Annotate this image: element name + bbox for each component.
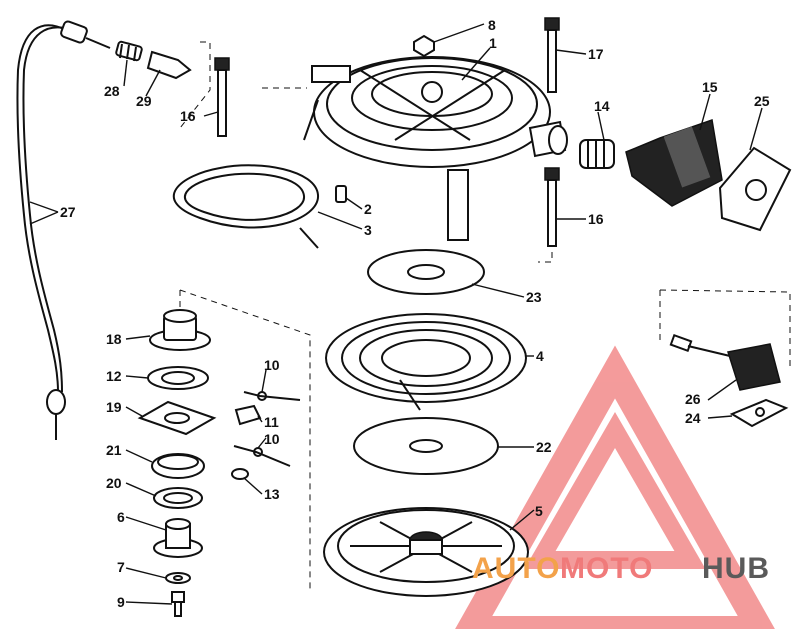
hub-part-6: [153, 518, 203, 558]
callout-3: 3: [364, 222, 372, 238]
spring-part-28: [115, 40, 143, 62]
callout-16-upper: 16: [180, 108, 196, 124]
pin-part-2: [335, 185, 347, 203]
leader-lines: [29, 23, 763, 605]
callout-27: 27: [60, 204, 76, 220]
ring-part-20: [153, 487, 203, 509]
pawl-part-11: [234, 404, 262, 426]
callout-10-lower: 10: [264, 431, 280, 447]
plunger-part-29: [146, 50, 192, 80]
callout-6: 6: [117, 509, 125, 525]
callout-20: 20: [106, 475, 122, 491]
clip-part-13: [231, 468, 249, 480]
callout-28: 28: [104, 83, 120, 99]
callout-18: 18: [106, 331, 122, 347]
ring-part-21: [151, 453, 205, 479]
screw-part-9: [171, 591, 185, 617]
callout-14: 14: [594, 98, 610, 114]
callout-26: 26: [685, 391, 701, 407]
callout-10-upper: 10: [264, 357, 280, 373]
callout-2: 2: [364, 201, 372, 217]
callout-25: 25: [754, 93, 770, 109]
spring-part-14: [579, 139, 615, 169]
plate-part-25: [718, 146, 792, 232]
callout-29: 29: [136, 93, 152, 109]
callout-15: 15: [702, 79, 718, 95]
watermark-word-moto: MOTO: [560, 552, 653, 585]
handle-part-26: [669, 333, 781, 391]
callout-8: 8: [488, 17, 496, 33]
callout-9: 9: [117, 594, 125, 610]
rope-part-3: [173, 164, 320, 249]
pulley-part-5: [323, 507, 529, 597]
cable-part-27: [16, 20, 111, 440]
recoil-spring-part-4: [325, 313, 527, 411]
callout-labels: 1 2 3 4 5 6 7 8 9 10 10 11 12 13 14 15 1…: [60, 17, 770, 610]
callout-1: 1: [489, 35, 497, 51]
watermark-triangle-inner: [524, 411, 706, 569]
disc-part-23: [367, 249, 485, 295]
spring-part-10-upper: [243, 391, 301, 401]
watermark-text: AUTO MOTO HUB: [472, 552, 770, 585]
washer-part-12: [147, 366, 209, 390]
bolt-part-16-upper: [214, 57, 230, 137]
callout-17: 17: [588, 46, 604, 62]
washer-part-7: [165, 572, 191, 584]
watermark-word-auto: AUTO: [472, 552, 560, 585]
starter-housing-part-1: [303, 56, 568, 241]
callout-24: 24: [685, 410, 701, 426]
watermark-word-hub: HUB: [702, 552, 770, 585]
spring-part-10-lower: [233, 445, 291, 467]
nut-part-8: [413, 34, 435, 58]
callout-23: 23: [526, 289, 542, 305]
insert-part-24: [729, 398, 789, 428]
callout-16-lower: 16: [588, 211, 604, 227]
callout-19: 19: [106, 399, 122, 415]
disc-part-22: [353, 417, 499, 475]
callout-11: 11: [264, 414, 279, 430]
handle-part-15: [625, 119, 723, 207]
bolt-part-16-lower: [544, 167, 560, 247]
bolt-part-17: [544, 17, 560, 93]
callout-22: 22: [536, 439, 552, 455]
callout-7: 7: [117, 559, 125, 575]
plate-part-19: [137, 400, 217, 436]
assembly-dashed-lines: [179, 41, 791, 590]
callout-21: 21: [106, 442, 122, 458]
callout-12: 12: [106, 368, 122, 384]
callout-13: 13: [264, 486, 280, 502]
watermark-triangle-outer: [455, 345, 775, 629]
cap-part-18: [149, 309, 211, 351]
callout-5: 5: [535, 503, 543, 519]
watermark-logo: [455, 345, 775, 629]
callout-4: 4: [536, 348, 544, 364]
